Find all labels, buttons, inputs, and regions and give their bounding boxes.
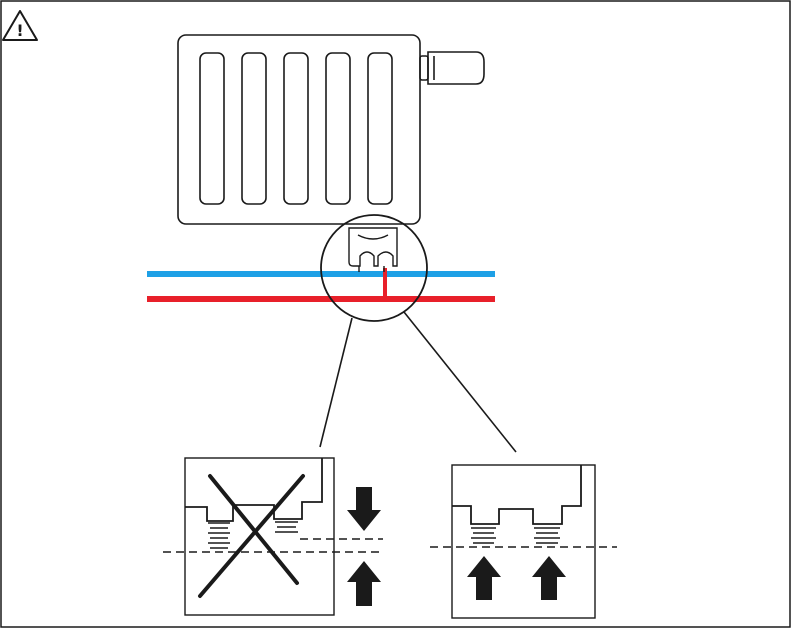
arrow-down-icon <box>347 487 381 531</box>
detail-correct <box>430 464 617 619</box>
radiator-fin <box>283 52 309 205</box>
magnifier-circle <box>320 214 428 322</box>
detail-incorrect-frame <box>184 457 335 616</box>
leader-line-right <box>403 311 517 453</box>
detail-correct-frame <box>451 464 596 619</box>
arrow-up-icon <box>532 556 566 600</box>
detail-incorrect-threads <box>208 521 298 549</box>
detail-incorrect-profile <box>185 458 323 522</box>
radiator-body <box>177 34 421 225</box>
detail-incorrect <box>163 457 383 616</box>
valve-connector <box>348 227 398 267</box>
radiator-fin <box>367 52 393 205</box>
warning-glyph: ! <box>16 21 23 40</box>
radiator-fin <box>199 52 225 205</box>
radiator-fin <box>241 52 267 205</box>
arrow-up-icon <box>347 561 381 606</box>
radiator <box>177 34 485 225</box>
radiator-fin <box>325 52 351 205</box>
arrow-up-icon <box>467 556 501 600</box>
radiator-fins <box>199 52 393 205</box>
cross-out-icon <box>198 474 305 598</box>
thermostatic-valve-icon <box>419 51 485 85</box>
detail-correct-threads <box>471 527 560 544</box>
detail-correct-profile <box>452 465 582 525</box>
leader-line-left <box>319 317 353 448</box>
warning-triangle-icon: ! <box>2 10 38 41</box>
